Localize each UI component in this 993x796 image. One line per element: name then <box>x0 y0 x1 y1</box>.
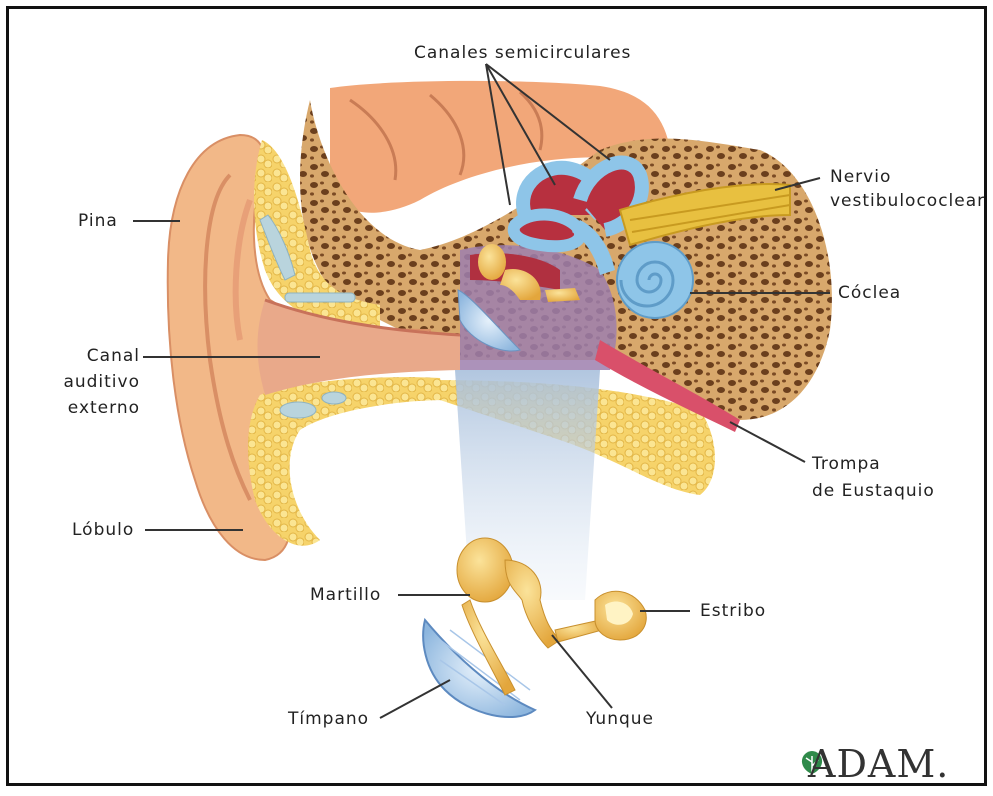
label-canal-line3: externo <box>56 397 140 419</box>
label-tube-line2: de Eustaquio <box>812 480 935 502</box>
label-semicircular-canals: Canales semicirculares <box>414 42 631 64</box>
label-hammer: Martillo <box>310 584 381 606</box>
label-canal-line1: Canal <box>56 345 140 367</box>
label-canal-line2: auditivo <box>56 371 140 393</box>
label-pinna: Pina <box>78 210 118 232</box>
label-nerve-line2: vestibulococlear <box>830 190 985 212</box>
label-tube-line1: Trompa <box>812 453 881 475</box>
label-anvil: Yunque <box>586 708 654 730</box>
label-cochlea: Cóclea <box>838 282 901 304</box>
label-nerve-line1: Nervio <box>830 166 891 188</box>
adam-logo-text: ADAM. <box>808 742 949 786</box>
label-eardrum: Tímpano <box>288 708 369 730</box>
label-lobule: Lóbulo <box>72 519 134 541</box>
label-stirrup: Estribo <box>700 600 766 622</box>
ear-cartilage-lower <box>248 377 445 546</box>
